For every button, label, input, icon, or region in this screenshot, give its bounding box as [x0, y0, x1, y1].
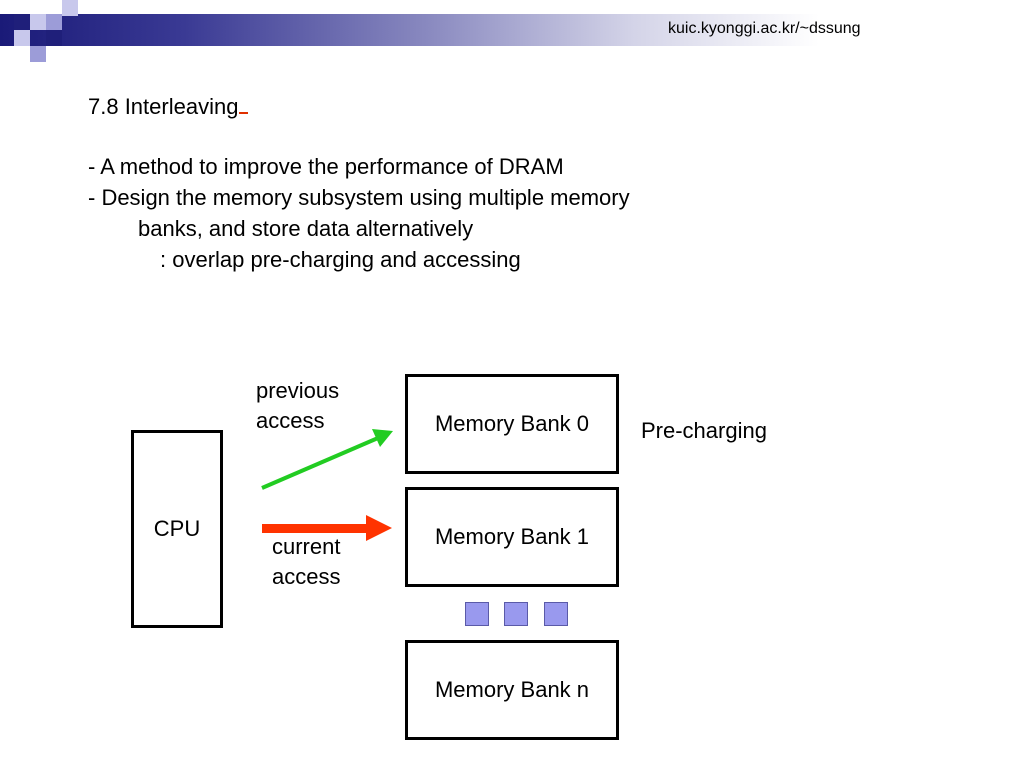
bullet-line: banks, and store data alternatively [138, 216, 474, 241]
header-decoration-square [46, 30, 62, 46]
title-underline-mark [239, 112, 249, 114]
cpu-box: CPU [131, 430, 223, 628]
current-access-arrow-head [366, 515, 392, 541]
previous-access-label: previous access [256, 376, 339, 436]
ellipsis-square [544, 602, 568, 626]
header-decoration-square [14, 30, 30, 46]
header-decoration-square [62, 0, 78, 16]
header-decoration-square [30, 14, 46, 30]
memory-bank-n: Memory Bank n [405, 640, 619, 740]
slide-title: 7.8 Interleaving [88, 94, 249, 120]
memory-bank-0: Memory Bank 0 [405, 374, 619, 474]
ellipsis-square [504, 602, 528, 626]
bullet-line: - Design the memory subsystem using mult… [88, 185, 630, 210]
previous-access-arrow-line [261, 436, 379, 490]
ellipsis-square [465, 602, 489, 626]
header-decoration-square [30, 46, 46, 62]
current-access-arrow [262, 515, 392, 541]
header-url: kuic.kyonggi.ac.kr/~dssung [668, 20, 861, 37]
current-access-label-line: access [272, 564, 341, 589]
previous-access-arrow [261, 429, 393, 490]
previous-access-label-line: previous [256, 378, 340, 403]
previous-access-label-line: access [256, 408, 325, 433]
memory-bank-label: Memory Bank 1 [434, 524, 590, 549]
slide-title-text: 7.8 Interleaving [88, 94, 239, 119]
current-access-label: current access [272, 532, 340, 592]
current-access-arrow-shaft [262, 524, 368, 533]
precharging-label: Pre-charging [641, 418, 767, 443]
bullet-line: - A method to improve the performance of… [88, 154, 564, 179]
header-band [0, 14, 1024, 46]
header-decoration-square [46, 14, 62, 30]
header-decoration-square [14, 14, 30, 30]
previous-access-arrow-head [372, 429, 393, 447]
memory-bank-label: Memory Bank n [434, 677, 590, 702]
cpu-label: CPU [153, 516, 201, 541]
memory-bank-1: Memory Bank 1 [405, 487, 619, 587]
bullet-line: : overlap pre-charging and accessing [160, 247, 521, 272]
current-access-label-line: current [272, 534, 341, 559]
memory-bank-label: Memory Bank 0 [434, 411, 590, 436]
